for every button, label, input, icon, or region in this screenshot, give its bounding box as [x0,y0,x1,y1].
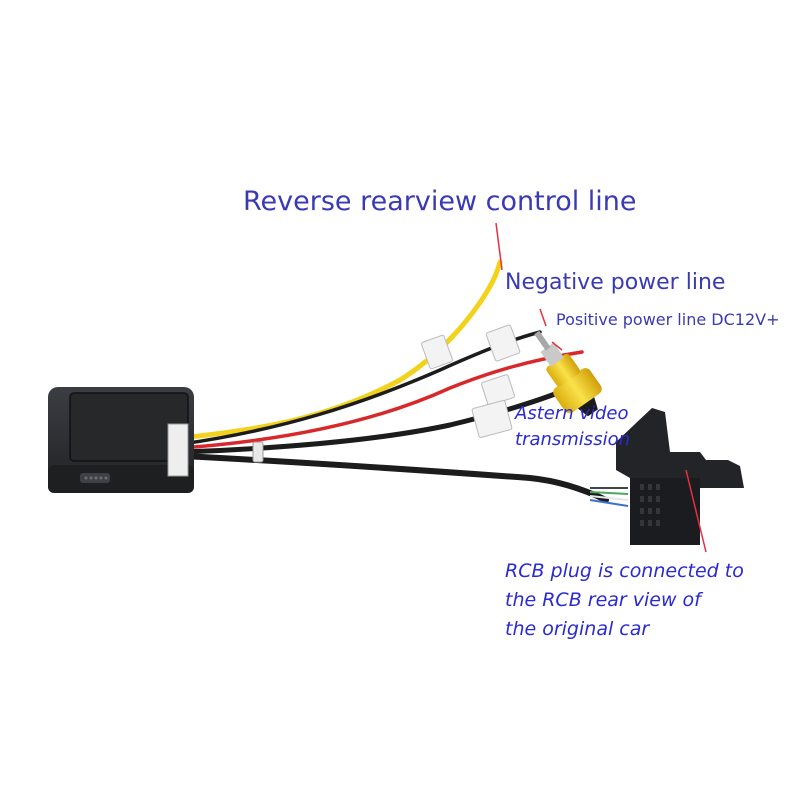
astern-line-1: Astern video [515,403,629,424]
wire-main-black [179,453,609,503]
pointer-lines [495,222,707,553]
rcb-line-2: the RCB rear view of [505,589,701,611]
wire-strands [589,487,629,507]
rcb-connector [616,408,744,545]
label-astern-video-transmission: Astern video transmission [515,401,630,453]
wire-yellow [177,259,503,441]
rcb-line-3: the original car [505,618,650,640]
label-rcb-plug: RCB plug is connected to the RCB rear vi… [505,557,744,644]
wire-tags [252,324,521,463]
astern-line-2: transmission [515,429,630,450]
rca-yellow-plug [534,330,602,417]
wire-red [180,350,584,450]
label-reverse-rearview-control-line: Reverse rearview control line [243,186,637,217]
label-negative-power-line: Negative power line [505,270,726,295]
label-positive-power-line: Positive power line DC12V+ [556,310,780,329]
converter-module [48,387,194,493]
rcb-line-1: RCB plug is connected to [505,560,744,582]
